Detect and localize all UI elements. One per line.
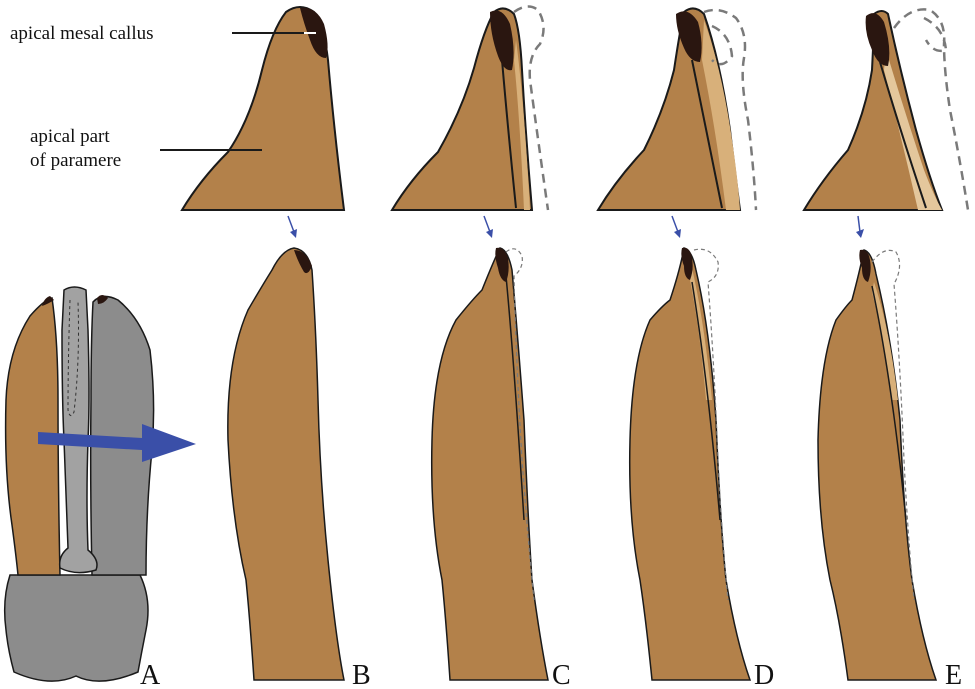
panel-c-paramere bbox=[432, 248, 548, 680]
panel-label-e: E bbox=[945, 660, 962, 689]
panel-d: D bbox=[598, 8, 774, 689]
apical-label-line2: of paramere bbox=[30, 150, 121, 171]
callus-label: apical mesal callus bbox=[10, 23, 154, 44]
panel-e-small-arrow bbox=[858, 216, 860, 232]
panel-a-aedeagus bbox=[5, 287, 196, 681]
panel-label-a: A bbox=[140, 660, 161, 689]
panel-label-c: C bbox=[552, 660, 571, 689]
basal-piece bbox=[5, 575, 148, 681]
panel-d-paramere bbox=[630, 248, 750, 680]
panel-c: C bbox=[392, 6, 571, 689]
panel-label-d: D bbox=[754, 660, 774, 689]
panel-b-paramere bbox=[228, 248, 344, 680]
panel-e: E bbox=[804, 9, 968, 689]
panel-b-small-arrow bbox=[288, 216, 294, 232]
panel-e-dashed-inner bbox=[924, 18, 946, 51]
apical-label-line1: apical part bbox=[30, 126, 110, 147]
panel-d-small-arrow bbox=[672, 216, 678, 232]
panel-label-b: B bbox=[352, 660, 371, 689]
panel-c-small-arrow bbox=[484, 216, 490, 232]
